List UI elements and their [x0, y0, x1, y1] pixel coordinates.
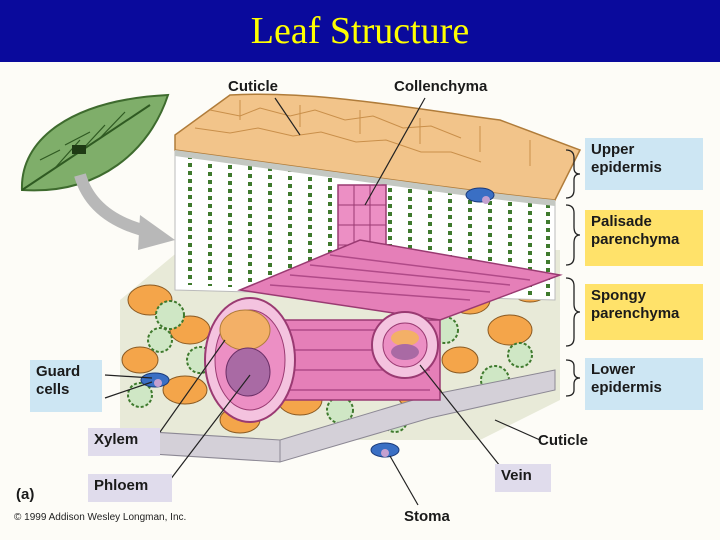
label-cuticle-top: Cuticle [228, 78, 279, 95]
cuticle-layer [174, 93, 582, 206]
layer-brackets [565, 149, 581, 397]
part-label: (a) [16, 486, 35, 503]
slide-title: Leaf Structure [250, 10, 470, 52]
copyright-notice: © 1999 Addison Wesley Longman, Inc. [14, 512, 187, 523]
label-stoma: Stoma [404, 508, 450, 525]
label-upper-epidermis: Upper epidermis [585, 138, 703, 190]
label-lower-epidermis: Lower epidermis [585, 358, 703, 410]
title-bar: Leaf Structure [0, 0, 720, 62]
label-xylem: Xylem [88, 428, 160, 456]
label-spongy-parenchyma: Spongy parenchyma [585, 284, 703, 340]
whole-leaf-illustration [20, 93, 170, 192]
zoom-arrow [74, 173, 175, 250]
label-palisade-parenchyma: Palisade parenchyma [585, 210, 703, 266]
leader-lines [104, 97, 541, 506]
label-phloem: Phloem [88, 474, 172, 502]
label-collenchyma: Collenchyma [394, 78, 488, 95]
label-cuticle-bottom: Cuticle [538, 432, 589, 449]
small-vein-section [371, 311, 439, 379]
label-vein: Vein [495, 464, 551, 492]
label-guard-cells: Guard cells [30, 360, 102, 412]
lower-epidermis-layer [119, 369, 556, 463]
